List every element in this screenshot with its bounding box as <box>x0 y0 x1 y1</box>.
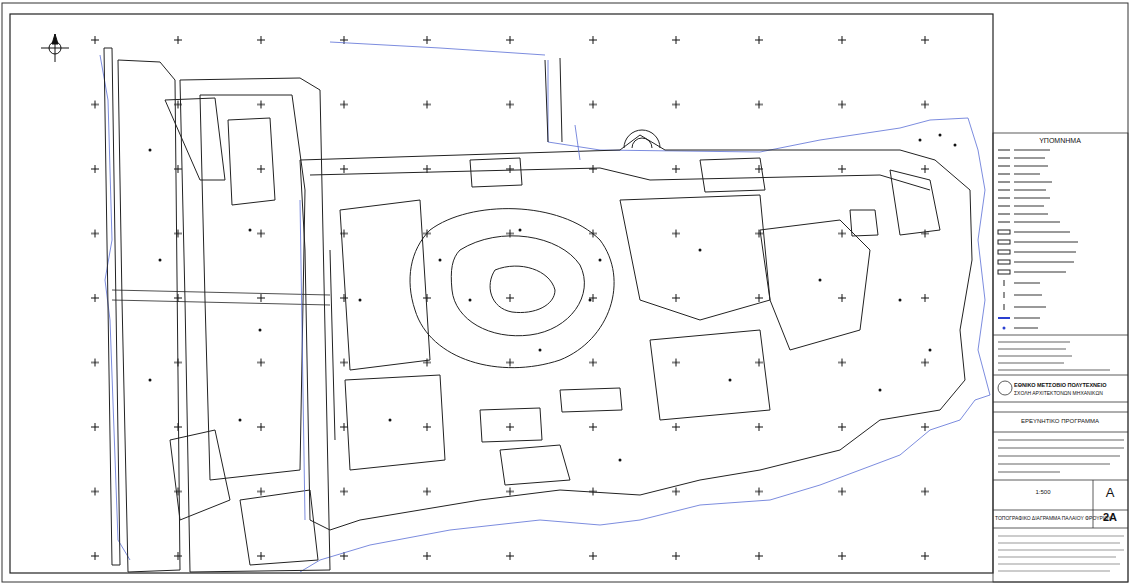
sheet-letter: A <box>1106 486 1115 500</box>
legend-heading: ΥΠΟΜΝΗΜΑ <box>1039 137 1081 145</box>
drawing-title: ΤΟΠΟΓΡΑΦΙΚΟ ΔΙΑΓΡΑΜΜΑ ΠΑΛΑΙΟΥ ΦΡΟΥΡΙΟΥ <box>995 516 1111 522</box>
institution-name: ΕΘΝΙΚΟ ΜΕΤΣΟΒΙΟ ΠΟΛΥΤΕΧΝΕΙΟ <box>1014 382 1107 388</box>
sheet-number: 2A <box>1103 511 1117 523</box>
program-title: ΕΡΕΥΝΗΤΙΚΟ ΠΡΟΓΡΑΜΜΑ <box>1021 418 1099 425</box>
scale-text: 1:500 <box>1035 489 1050 496</box>
school-name: ΣΧΟΛΗ ΑΡΧΙΤΕΚΤΟΝΩΝ ΜΗΧΑΝΙΚΩΝ <box>1014 391 1103 397</box>
